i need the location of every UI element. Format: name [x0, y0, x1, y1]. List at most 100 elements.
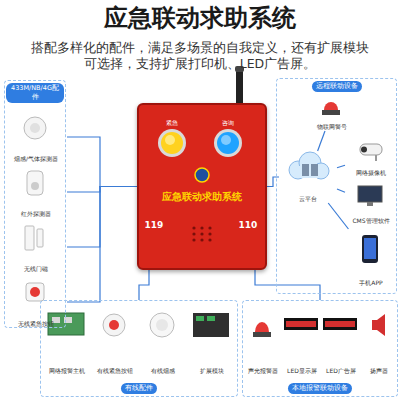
accessory-item: 有线烟感 [140, 305, 186, 375]
speaker-icon [372, 314, 385, 336]
item-label: 无线门磁 [5, 265, 67, 272]
accessory-item: 网络摄像机 [345, 137, 397, 177]
wired-smoke-icon [150, 313, 174, 337]
strobe-siren-base [253, 332, 271, 337]
speaker-hole [208, 238, 211, 241]
camera-lens [361, 147, 367, 153]
accessory-item: 网络报警主机 [44, 305, 90, 375]
item-label: 扩展模块 [188, 367, 236, 374]
accessory-item: 有线紧急按钮 [92, 305, 138, 375]
monitor-screen [358, 186, 382, 202]
server-icon [311, 164, 318, 176]
siren-dome [324, 102, 338, 110]
smoke-detector-center [30, 123, 40, 133]
connector-line [139, 270, 149, 300]
button-highlight [165, 135, 175, 145]
panic-button-red [30, 287, 40, 297]
item-label: 手机APP [345, 279, 397, 286]
group-tag: 有线配件 [121, 383, 157, 394]
led-text-strip [325, 321, 355, 327]
item-label: 烟感/气体探测器 [5, 155, 67, 162]
accessory-item: LED显示屏 [283, 305, 321, 375]
expansion-module-icon [193, 313, 229, 337]
camera-stand [375, 155, 377, 161]
emblem [195, 168, 209, 182]
wired-button-icon [103, 314, 125, 336]
button-ring [158, 129, 186, 157]
device-group: 本地报警联动设备 声光报警器LED显示屏LED广告屏扬声器 [242, 300, 398, 397]
accessory-item: 无线门磁 [5, 221, 67, 273]
wired-button-red [109, 320, 119, 330]
speaker-hole [200, 238, 203, 241]
emergency-button [161, 132, 183, 154]
item-label: 网络报警主机 [44, 367, 90, 374]
speaker-hole [192, 232, 195, 235]
speaker-hole [200, 226, 203, 229]
device-group: 433M/NB/4G配件烟感/气体探测器红外探测器无线门磁无线紧急按钮 [4, 80, 66, 328]
door-magnet-icon [37, 229, 43, 247]
item-label: LED显示屏 [283, 367, 321, 374]
button-ring [214, 129, 242, 157]
wired-smoke-center [156, 319, 168, 331]
antenna-cap [235, 66, 244, 72]
device-group: 有线配件 网络报警主机有线紧急按钮有线烟感扩展模块 [40, 300, 238, 397]
smoke-detector-icon [24, 117, 46, 139]
led-text-strip [286, 321, 316, 327]
speaker-hole [208, 226, 211, 229]
group-tag: 远程联动设备 [312, 81, 362, 92]
monitor-stand [367, 202, 373, 206]
speaker-hole [208, 232, 211, 235]
siren-base [322, 110, 340, 115]
connector-line [328, 203, 348, 229]
item-label: 声光报警器 [244, 367, 282, 374]
speaker-hole [200, 232, 203, 235]
device-group: 远程联动设备物联网警号云平台 网络摄像机 CMS管理软件手机APP [276, 78, 397, 294]
module-terminal [196, 316, 204, 321]
item-label: 红外探测器 [5, 210, 67, 217]
strobe-siren-dome [255, 322, 269, 332]
led-screen [323, 318, 357, 330]
accessory-item: 手机APP [345, 229, 397, 287]
connector-line [67, 187, 137, 303]
item-label: 无线紧急按钮 [5, 320, 67, 327]
accessory-item: 烟感/气体探测器 [5, 111, 67, 163]
subtitle-text: 搭配多样化的配件，满足多场景的自我定义，还有扩展模块可选择，支持扩展打印机、LE… [28, 40, 372, 72]
group-tag: 433M/NB/4G配件 [6, 83, 64, 103]
speaker-hole [192, 226, 195, 229]
module-terminal [207, 316, 215, 321]
group-tag: 本地报警联动设备 [288, 383, 352, 394]
accessory-item: 无线紧急按钮 [5, 276, 67, 328]
phone-screen [364, 238, 376, 259]
led-screen [284, 318, 318, 330]
item-label: LED广告屏 [322, 367, 360, 374]
accessory-item: CMS管理软件 [345, 181, 397, 225]
accessory-item: 声光报警器 [244, 305, 282, 375]
connector-line [337, 189, 345, 192]
speaker-hole [192, 238, 195, 241]
connector-line [337, 165, 345, 168]
accessory-item: 云平台 [279, 151, 337, 203]
connector-line [318, 131, 325, 151]
alarm-device: 应急联动求助系统 [137, 103, 267, 270]
panic-button-icon [26, 283, 44, 301]
item-label: 有线烟感 [140, 367, 186, 374]
pir-detector-icon [27, 171, 43, 195]
accessory-item: 扩展模块 [188, 305, 236, 375]
server-icon [302, 164, 309, 176]
pir-lens [31, 182, 39, 190]
camera-body [360, 144, 382, 155]
connector-line [255, 270, 320, 300]
item-label: 云平台 [279, 195, 337, 202]
item-label: 网络摄像机 [345, 169, 397, 176]
accessory-item: 物联网警号 [306, 93, 358, 131]
item-label: 有线紧急按钮 [92, 367, 138, 374]
door-sensor-icon [25, 226, 34, 250]
connector-line [67, 137, 137, 187]
item-label: CMS管理软件 [345, 217, 397, 224]
diagram-title: 应急联动求助系统 [0, 3, 400, 33]
button-highlight [221, 135, 231, 145]
accessory-item: 扬声器 [361, 305, 396, 375]
item-label: 扬声器 [361, 367, 396, 374]
